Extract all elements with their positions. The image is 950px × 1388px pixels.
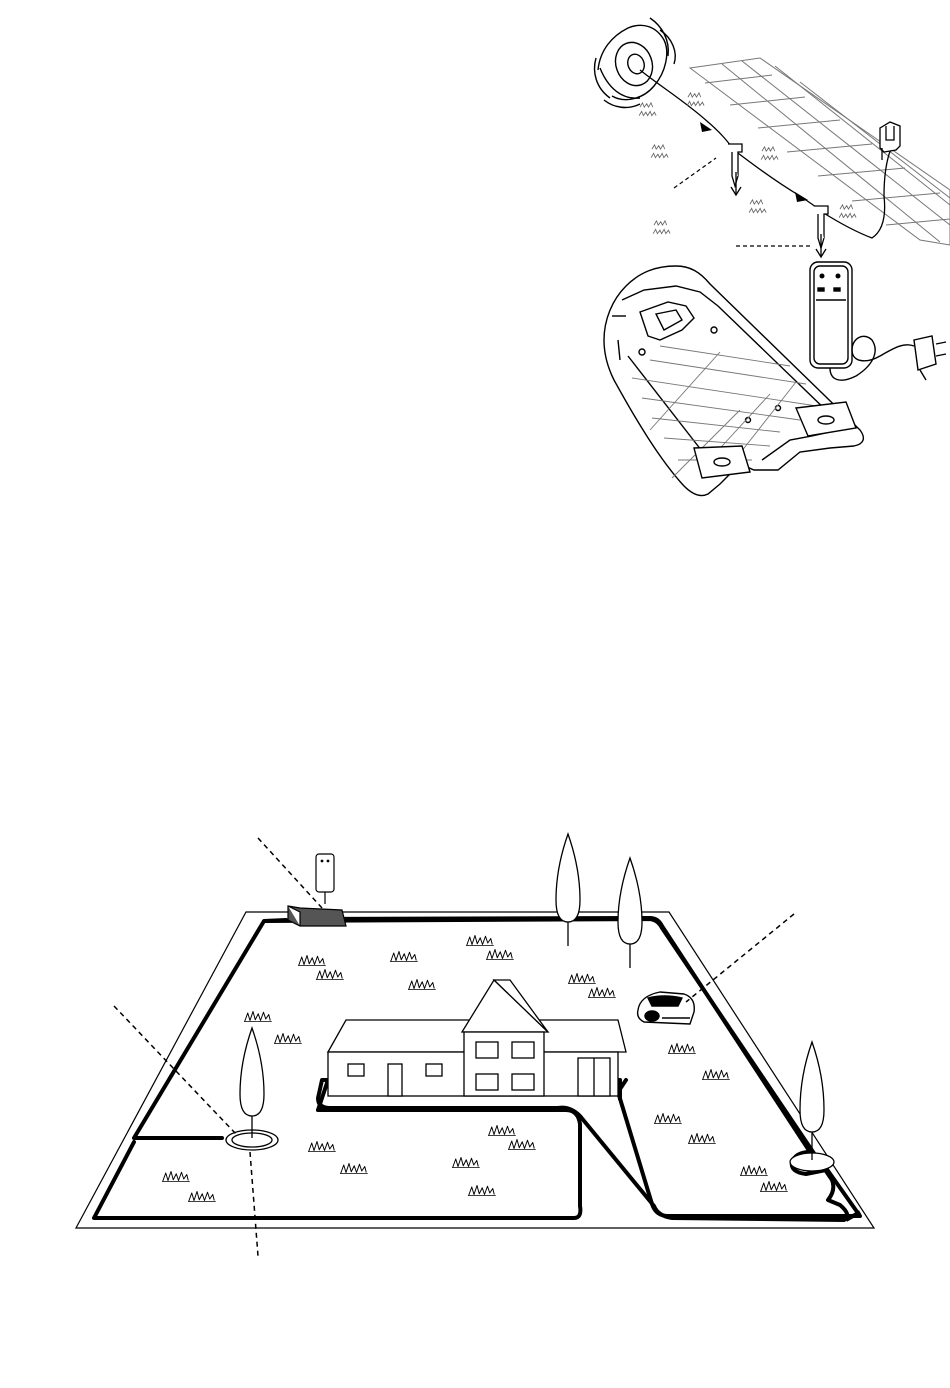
power-supply-icon xyxy=(810,262,946,380)
robot-mower-icon xyxy=(638,992,695,1024)
house-icon xyxy=(328,980,626,1096)
wire-with-direction-arrows-icon xyxy=(640,70,892,238)
garden-figure xyxy=(76,834,874,1256)
callout-lines-top xyxy=(674,158,810,246)
installation-figure xyxy=(595,18,950,496)
peg-icon xyxy=(728,144,828,257)
spool-in-hand-icon xyxy=(595,18,676,107)
connector-icon xyxy=(880,122,900,160)
charging-station-icon xyxy=(288,854,346,926)
